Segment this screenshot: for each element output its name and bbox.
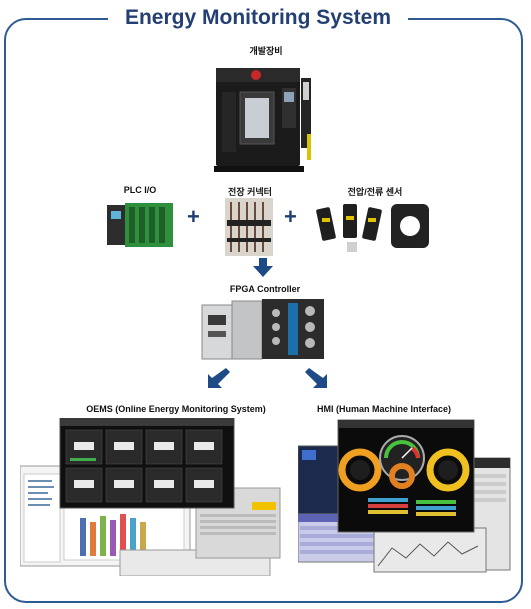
machine-tool-image xyxy=(214,68,311,172)
label-hmi: HMI (Human Machine Interface) xyxy=(316,404,452,414)
label-plc: PLC I/O xyxy=(123,185,157,195)
sensor-image xyxy=(316,204,429,252)
fpga-controller-image xyxy=(201,299,324,360)
label-oems: OEMS (Online Energy Monitoring System) xyxy=(86,404,266,414)
label-fpga: FPGA Controller xyxy=(229,284,301,294)
arrow-down-left xyxy=(208,368,230,388)
plc-io-image xyxy=(107,203,173,247)
plus-sign-2: + xyxy=(284,204,297,229)
label-connector: 전장 커넥터 xyxy=(228,187,272,197)
label-sensor: 전압/전류 센서 xyxy=(347,187,403,197)
label-machine: 개발장비 xyxy=(249,46,283,56)
diagram-title: Energy Monitoring System xyxy=(108,3,408,33)
plus-sign-1: + xyxy=(187,204,200,229)
oems-screenshot xyxy=(20,418,281,576)
hmi-screenshot xyxy=(298,419,511,573)
arrow-down xyxy=(253,258,273,277)
arrow-down-right xyxy=(305,368,327,388)
connector-image xyxy=(225,198,273,256)
